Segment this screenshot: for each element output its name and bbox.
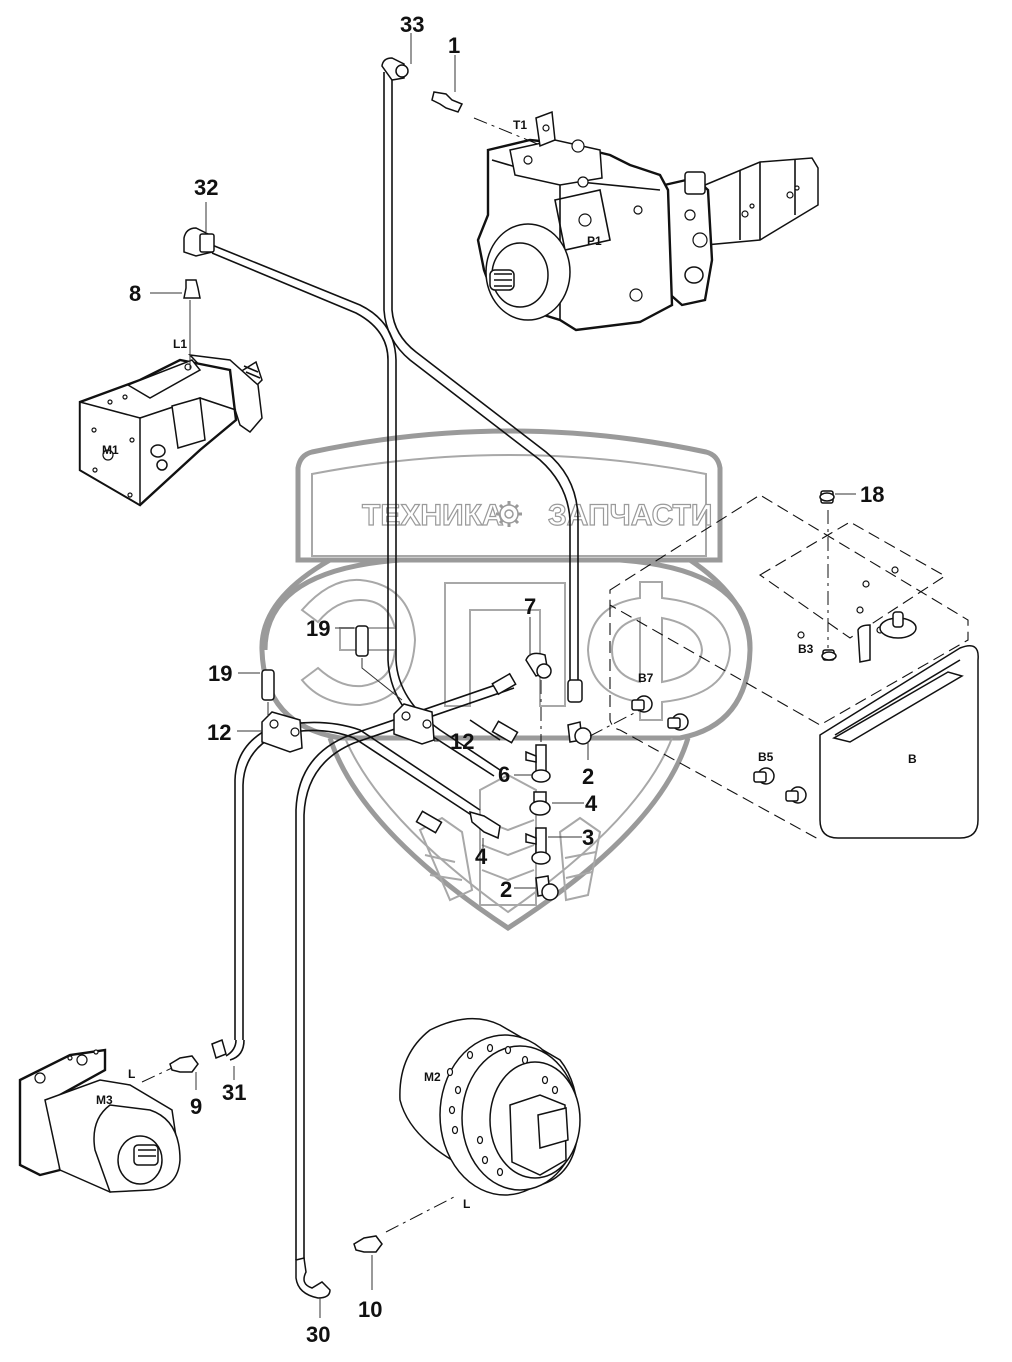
component-label-p1: P1 [587,234,602,248]
callout-9[interactable]: 9 [190,1094,202,1119]
watermark-text-right: ЗАПЧАСТИ [548,499,712,532]
callout-30[interactable]: 30 [306,1322,330,1347]
pump-p1[interactable]: T1 P1 [476,110,819,332]
port-label-b7: B7 [638,671,654,685]
callout-12-right[interactable]: 12 [450,729,474,754]
callout-2-upper[interactable]: 2 [582,764,594,789]
callout-2-lower[interactable]: 2 [500,877,512,902]
component-label-b: B [908,752,917,766]
fittings [169,57,835,1299]
port-label-l1: L1 [173,337,187,351]
callout-3[interactable]: 3 [582,825,594,850]
component-label-m3: M3 [96,1093,113,1107]
callouts: 33 1 32 8 18 7 19 19 12 12 6 2 4 3 4 2 9… [129,12,884,1347]
callout-8[interactable]: 8 [129,281,141,306]
callout-10[interactable]: 10 [358,1297,382,1322]
tank-b[interactable]: B3 B B7 B5 [609,494,979,841]
callout-18[interactable]: 18 [860,482,884,507]
port-label-l-m3: L [128,1067,135,1081]
callout-33[interactable]: 33 [400,12,424,37]
callout-4-left[interactable]: 4 [475,844,488,869]
hoses [211,72,579,1260]
callout-31[interactable]: 31 [222,1080,246,1105]
gear-icon [496,501,522,527]
motor-m1[interactable]: M1 L1 [78,337,263,507]
motor-m2[interactable]: M2 L [399,1017,581,1211]
port-label-b5: B5 [758,750,774,764]
callout-19-upper[interactable]: 19 [306,616,330,641]
callout-4-right[interactable]: 4 [585,791,598,816]
callout-7[interactable]: 7 [524,594,536,619]
watermark: ТЕХНИКА ЗАПЧАСТИ [259,428,753,931]
callout-19-left[interactable]: 19 [208,661,232,686]
callout-12-left[interactable]: 12 [207,720,231,745]
watermark-text-left: ТЕХНИКА [362,499,504,532]
motor-m3[interactable]: M3 L [18,1048,181,1193]
callout-32[interactable]: 32 [194,175,218,200]
port-label-l-m2: L [463,1197,470,1211]
port-label-t1: T1 [513,118,527,132]
component-label-m2: M2 [424,1070,441,1084]
port-label-b3: B3 [798,642,814,656]
callout-6[interactable]: 6 [498,762,510,787]
callout-1[interactable]: 1 [448,33,460,58]
leader-lines [141,33,856,1318]
component-label-m1: M1 [102,443,119,457]
